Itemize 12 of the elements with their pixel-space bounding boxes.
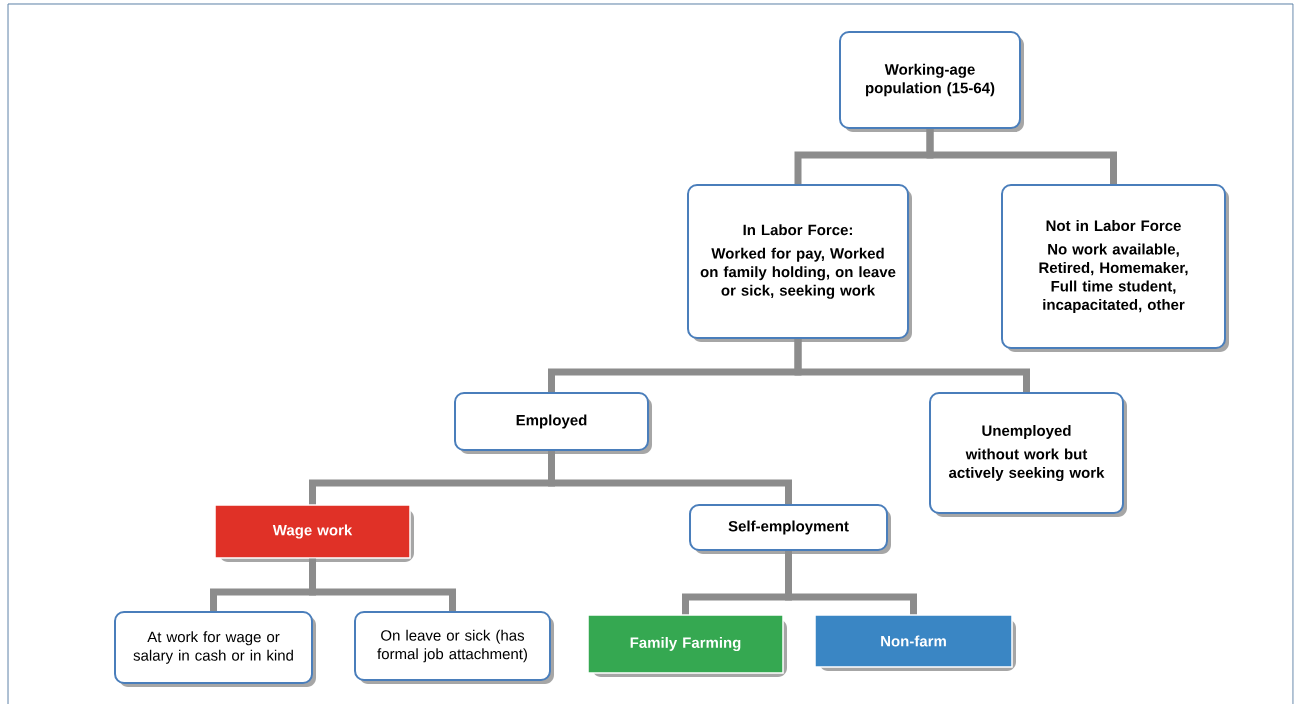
category-box: On leave or sick (has formal job attachment) (354, 611, 554, 684)
category-box: Not in Labor Force No work available, Retired, Homemaker, Full time student, incapacitated, other (1001, 184, 1229, 352)
category-box: Unemployed without work but actively seeking work (929, 392, 1127, 517)
category-box: Employed (454, 392, 652, 454)
connector (785, 551, 917, 615)
highlighted-box: Wage work (214, 504, 414, 562)
highlighted-box: Non-farm (814, 614, 1016, 671)
highlighted-box: Family Farming (587, 614, 787, 677)
category-box: Working-age population (15-64) (839, 31, 1024, 132)
category-box: In Labor Force: Worked for pay, Worked on family holding, on leave or sick, seeking work (687, 184, 912, 342)
category-box: At work for wage or salary in cash or in kind (114, 611, 316, 687)
category-box: Self-employment (689, 504, 891, 554)
